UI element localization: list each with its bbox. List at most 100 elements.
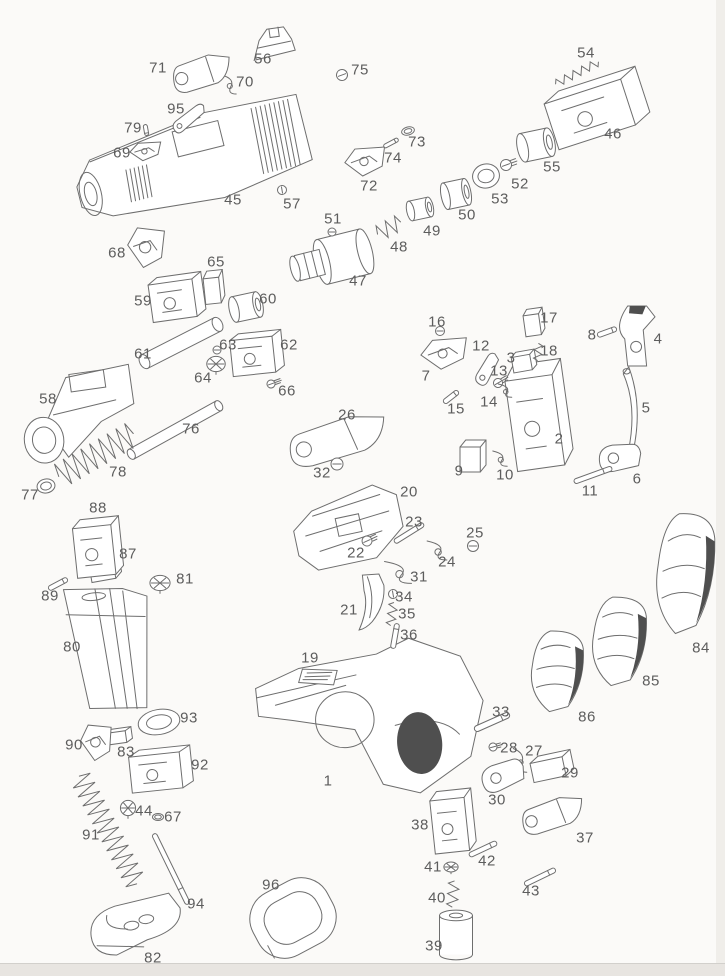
part-8-drawing xyxy=(596,326,618,338)
part-46-label: 46 xyxy=(604,125,622,142)
part-75-drawing xyxy=(336,69,348,81)
part-62-drawing xyxy=(229,328,285,378)
part-95-drawing xyxy=(172,103,205,134)
part-86-drawing xyxy=(530,630,584,713)
part-47-drawing xyxy=(289,228,375,285)
part-54-label: 54 xyxy=(577,44,595,61)
part-55-label: 55 xyxy=(543,158,561,175)
part-58-label: 58 xyxy=(39,390,57,407)
part-67-label: 67 xyxy=(164,808,182,825)
part-24-drawing xyxy=(426,540,448,561)
part-61-label: 61 xyxy=(134,345,152,362)
part-29-drawing xyxy=(529,748,575,784)
part-83-label: 83 xyxy=(117,743,135,760)
part-8-label: 8 xyxy=(588,326,597,343)
part-54-drawing xyxy=(555,60,599,86)
part-78-drawing xyxy=(53,423,134,485)
part-42-label: 42 xyxy=(478,852,496,869)
part-89-label: 89 xyxy=(41,587,59,604)
part-50-label: 50 xyxy=(458,206,476,223)
part-10-label: 10 xyxy=(496,466,514,483)
part-9-drawing xyxy=(459,439,487,473)
part-39-drawing xyxy=(439,909,473,961)
part-87-label: 87 xyxy=(119,545,137,562)
part-37-drawing xyxy=(522,797,583,835)
part-73-label: 73 xyxy=(408,133,426,150)
part-12-drawing xyxy=(475,352,500,386)
part-31-drawing xyxy=(384,561,412,584)
part-43-label: 43 xyxy=(522,882,540,899)
part-40-drawing xyxy=(445,880,461,908)
part-45-label: 45 xyxy=(224,191,242,208)
part-58-drawing xyxy=(23,363,135,464)
part-18-drawing xyxy=(532,343,544,361)
part-29-label: 29 xyxy=(561,764,579,781)
part-78-label: 78 xyxy=(109,463,127,480)
part-47-label: 47 xyxy=(349,272,367,289)
part-81-drawing xyxy=(149,574,171,594)
part-37-label: 37 xyxy=(576,829,594,846)
part-72-label: 72 xyxy=(360,177,378,194)
part-46-drawing xyxy=(543,65,651,151)
part-44-label: 44 xyxy=(135,802,153,819)
part-4-label: 4 xyxy=(654,330,663,347)
part-68-label: 68 xyxy=(108,244,126,261)
part-30-drawing xyxy=(481,758,525,793)
part-57-label: 57 xyxy=(283,195,301,212)
part-59-drawing xyxy=(147,270,207,324)
part-11-label: 11 xyxy=(582,482,599,499)
part-74-label: 74 xyxy=(384,149,402,166)
part-66-drawing xyxy=(266,378,282,389)
part-35-drawing xyxy=(385,602,399,626)
part-82-drawing xyxy=(90,892,181,956)
part-10-drawing xyxy=(492,450,508,467)
part-20-drawing xyxy=(293,484,404,571)
part-85-label: 85 xyxy=(642,672,660,689)
part-4-drawing xyxy=(619,305,656,367)
part-21-drawing xyxy=(358,573,385,631)
part-51-label: 51 xyxy=(324,210,342,227)
part-12-label: 12 xyxy=(472,337,490,354)
part-28-drawing xyxy=(488,742,502,752)
part-38-label: 38 xyxy=(411,816,429,833)
part-88-label: 88 xyxy=(89,499,107,516)
part-77-drawing xyxy=(36,478,56,494)
part-3-label: 3 xyxy=(507,349,516,366)
part-64-drawing xyxy=(206,355,226,375)
part-42-drawing xyxy=(468,840,498,858)
part-1-label: 1 xyxy=(324,772,333,789)
part-68-drawing xyxy=(127,227,165,269)
part-55-drawing xyxy=(516,127,556,163)
part-25-label: 25 xyxy=(466,524,484,541)
part-39-label: 39 xyxy=(425,937,443,954)
part-30-label: 30 xyxy=(488,791,506,808)
part-65-label: 65 xyxy=(207,253,225,270)
page-bottom-edge xyxy=(0,963,725,976)
part-14-label: 14 xyxy=(480,393,498,410)
part-74-drawing xyxy=(383,137,399,149)
part-57-drawing xyxy=(277,185,287,195)
part-33-label: 33 xyxy=(492,703,510,720)
part-79-drawing xyxy=(142,124,150,136)
part-59-label: 59 xyxy=(134,292,152,309)
part-53-label: 53 xyxy=(491,190,509,207)
part-34-drawing xyxy=(388,589,398,599)
part-36-label: 36 xyxy=(400,626,418,643)
part-15-drawing xyxy=(442,389,460,405)
part-33-drawing xyxy=(473,711,511,733)
part-48-drawing xyxy=(375,214,401,239)
part-16-drawing xyxy=(435,326,445,336)
part-72-drawing xyxy=(344,146,386,177)
part-84-label: 84 xyxy=(692,639,710,656)
part-3-drawing xyxy=(510,348,538,374)
part-7-drawing xyxy=(420,337,467,370)
part-77-label: 77 xyxy=(21,486,39,503)
part-19-label: 19 xyxy=(301,649,319,666)
part-41-label: 41 xyxy=(424,858,442,875)
part-41-drawing xyxy=(443,861,459,875)
part-32-drawing xyxy=(330,457,344,471)
part-93-label: 93 xyxy=(180,709,198,726)
part-52-drawing xyxy=(500,158,518,171)
part-5-drawing xyxy=(622,365,638,452)
